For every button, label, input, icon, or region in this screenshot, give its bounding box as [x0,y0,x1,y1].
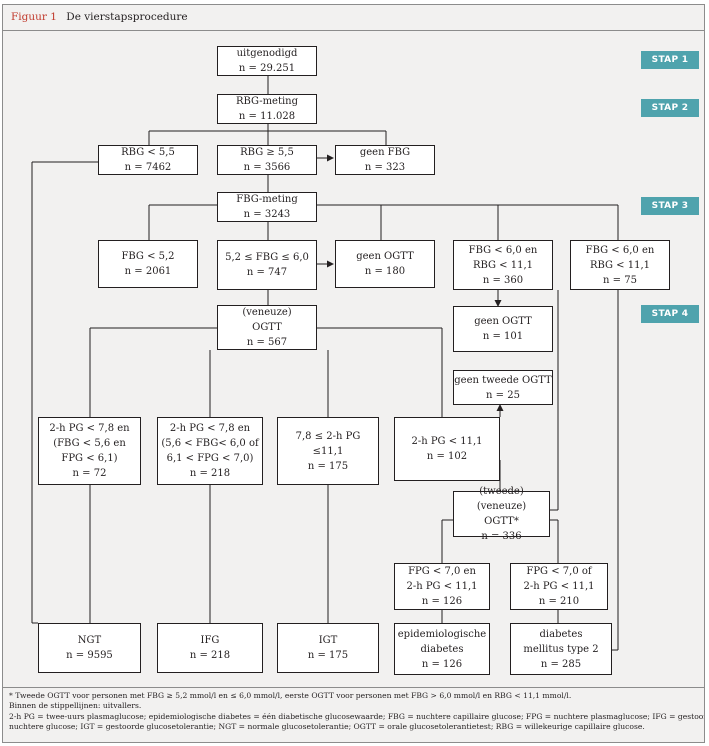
box-2h-pg-igt: 7,8 ≤ 2-h PG ≤11,1 n = 175 [277,417,379,485]
box-fbg-lt-6-rbg-b: FBG < 6,0 en RBG < 11,1 n = 75 [570,240,670,290]
box-fbg-lt-6-rbg-a: FBG < 6,0 en RBG < 11,1 n = 360 [453,240,553,290]
box-fbg-meting: FBG-meting n = 3243 [217,192,317,222]
box-geen-ogtt-2: geen OGTT n = 101 [453,306,553,352]
box-2h-pg-ifg: 2-h PG < 7,8 en (5,6 < FBG< 6,0 of 6,1 <… [157,417,263,485]
stage-label-1: STAP 1 [641,51,699,69]
footnote-line: Binnen de stippellijnen: uitvallers. [9,701,142,711]
box-geen-ogtt: geen OGTT n = 180 [335,240,435,288]
box-fpg-of: FPG < 7,0 of 2-h PG < 11,1 n = 210 [510,563,608,610]
box-uitgenodigd: uitgenodigd n = 29.251 [217,46,317,76]
box-ifg: IFG n = 218 [157,623,263,673]
box-rbg-ge-5-5: RBG ≥ 5,5 n = 3566 [217,145,317,175]
box-2h-pg-ngt: 2-h PG < 7,8 en (FBG < 5,6 en FPG < 6,1)… [38,417,141,485]
box-rbg-meting: RBG-meting n = 11.028 [217,94,317,124]
footnote-line: * Tweede OGTT voor personen met FBG ≥ 5,… [9,691,572,700]
figure-number: Figuur 1 [11,11,57,23]
footnotes: * Tweede OGTT voor personen met FBG ≥ 5,… [9,691,705,733]
box-veneuze-ogtt: (veneuze) OGTT n = 567 [217,305,317,350]
box-rbg-lt-5-5: RBG < 5,5 n = 7462 [98,145,198,175]
box-diabetes-mellitus-type-2: diabetes mellitus type 2 n = 285 [510,623,612,675]
box-fpg-en: FPG < 7,0 en 2-h PG < 11,1 n = 126 [394,563,490,610]
footnote-line: nuchtere glucose; IGT = gestoorde glucos… [9,722,645,732]
box-igt: IGT n = 175 [277,623,379,673]
flow-connectors [31,76,619,651]
stage-label-2: STAP 2 [641,99,699,117]
box-ngt: NGT n = 9595 [38,623,141,673]
figure-caption: De vierstapsprocedure [66,11,188,23]
box-2h-pg-lt-11-1: 2-h PG < 11,1 n = 102 [394,417,500,481]
box-geen-tweede-ogtt: geen tweede OGTT n = 25 [453,370,553,405]
box-geen-fbg: geen FBG n = 323 [335,145,435,175]
footnote-divider [3,687,704,688]
figure-title: Figuur 1 De vierstapsprocedure [11,11,188,23]
stage-label-3: STAP 3 [641,197,699,215]
footnote-line: 2-h PG = twee-uurs plasmaglucose; epidem… [9,711,705,721]
box-fbg-5-2-6-0: 5,2 ≤ FBG ≤ 6,0 n = 747 [217,240,317,290]
box-fbg-lt-5-2: FBG < 5,2 n = 2061 [98,240,198,288]
box-tweede-veneuze-ogtt: (tweede) (veneuze) OGTT* n = 336 [453,486,550,542]
figure-frame: Figuur 1 De vierstapsprocedure [2,4,705,743]
title-divider [3,30,704,31]
stage-label-4: STAP 4 [641,305,699,323]
box-epidemiologische-diabetes: epidemiologische diabetes n = 126 [394,623,490,675]
